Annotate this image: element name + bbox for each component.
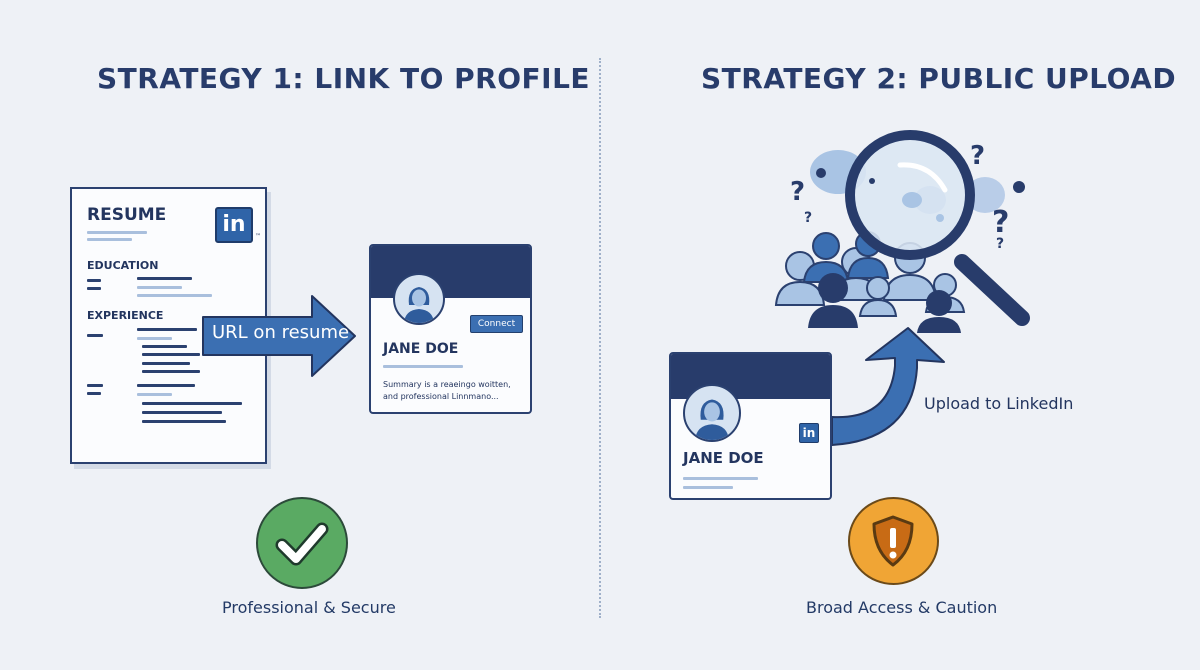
magnifier-glare: [897, 162, 948, 193]
upload-arrow-label: Upload to LinkedIn: [924, 394, 1074, 413]
dot-icon: [1013, 181, 1025, 193]
education-label: EDUCATION: [87, 259, 159, 272]
resume-title: RESUME: [87, 205, 167, 225]
resume-line: [87, 279, 101, 282]
profile-name: JANE DOE: [683, 449, 764, 467]
dot-icon: [869, 178, 875, 184]
caution-badge: [848, 497, 939, 585]
strategy-1-caption: Professional & Secure: [222, 598, 396, 617]
background-blob: [965, 177, 1005, 213]
resume-line: [137, 384, 195, 387]
question-mark-icon: ?: [970, 141, 985, 171]
resume-line: [87, 231, 147, 234]
url-arrow-label: URL on resume: [212, 322, 350, 343]
person-icon: [808, 273, 858, 328]
question-mark-icon: ?: [996, 236, 1004, 252]
dot-icon: [816, 168, 826, 178]
resume-line: [142, 411, 222, 414]
url-arrow-icon: [202, 295, 356, 377]
profile-name: JANE DOE: [383, 341, 459, 357]
upload-arrow-icon: [831, 327, 945, 446]
resume-line: [87, 384, 103, 387]
question-mark-icon: ?: [804, 210, 812, 226]
warning-shield-icon: [872, 515, 914, 567]
resume-line: [87, 287, 101, 290]
connect-button[interactable]: Connect: [470, 315, 523, 333]
person-icon: [858, 276, 898, 317]
resume-line: [137, 337, 172, 340]
background-blob: [936, 214, 944, 222]
resume-line: [142, 353, 200, 356]
question-mark-icon: ?: [790, 177, 805, 207]
resume-line: [137, 294, 212, 297]
resume-line: [142, 370, 200, 373]
resume-line: [137, 328, 197, 331]
linkedin-profile-card: Connect JANE DOE Summary is a reaeingo w…: [369, 244, 532, 414]
resume-line: [87, 238, 132, 241]
avatar: [683, 384, 741, 442]
resume-line: [142, 362, 190, 365]
checkmark-icon: [275, 522, 329, 566]
profile-summary: Summary is a reaeingo woitten, and profe…: [383, 380, 511, 401]
resume-line: [137, 286, 182, 289]
profile-line: [683, 486, 733, 489]
resume-line: [142, 420, 226, 423]
strategy-1-title: STRATEGY 1: LINK TO PROFILE: [97, 62, 591, 95]
magnifier-handle: [954, 254, 1030, 326]
strategy-2-caption: Broad Access & Caution: [806, 598, 998, 617]
profile-line: [683, 477, 758, 480]
person-icon: [917, 290, 961, 333]
resume-line: [137, 393, 172, 396]
trademark-mark: ™: [255, 233, 261, 240]
center-divider: [599, 58, 601, 618]
secure-badge: [256, 497, 348, 589]
person-icon: [695, 399, 729, 440]
background-blob: [902, 192, 922, 208]
strategy-2-title: STRATEGY 2: PUBLIC UPLOAD: [701, 62, 1177, 95]
resume-line: [87, 392, 101, 395]
linkedin-logo-icon: in: [215, 207, 253, 243]
resume-line: [142, 402, 242, 405]
resume-line: [142, 345, 187, 348]
uploaded-profile-card: in JANE DOE: [669, 352, 832, 500]
profile-line: [383, 365, 463, 368]
resume-line: [137, 277, 192, 280]
question-mark-icon: ?: [992, 205, 1009, 240]
experience-label: EXPERIENCE: [87, 309, 164, 322]
linkedin-logo-icon: in: [799, 423, 819, 443]
person-icon: [404, 287, 434, 323]
avatar: [393, 273, 445, 325]
resume-line: [87, 334, 103, 337]
